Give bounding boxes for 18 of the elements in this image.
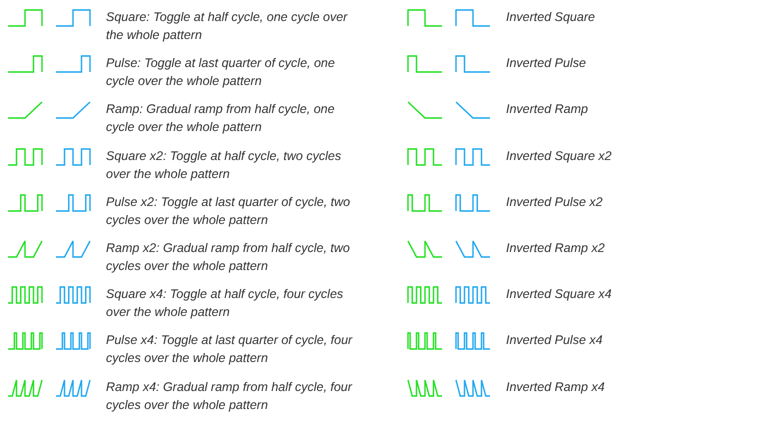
waveform-description: Square x2: Toggle at half cycle, two cycles over the whole pattern (106, 148, 342, 183)
waveform-description: Inverted Square (506, 9, 596, 26)
waveform-description: Ramp x4: Gradual ramp from half cycle, four cycles over the whole pattern (106, 378, 354, 414)
waveform-description: Inverted Ramp x4 (506, 378, 606, 396)
waveform-description: Ramp x2: Gradual ramp from half cycle, two cycles over the whole pattern (106, 240, 351, 275)
waveform-description: Inverted Ramp (506, 101, 589, 118)
waveform-description: Pulse x4: Toggle at last quarter of cycle, four cycles over the whole pattern (106, 332, 354, 368)
waveform-description: Inverted Square x2 (506, 148, 613, 165)
waveform-description: Pulse x2: Toggle at last quarter of cycle, two cycles over the whole pattern (106, 194, 352, 229)
waveform-description: Square: Toggle at half cycle, one cycle over the whole pattern (106, 9, 349, 44)
waveform-description: Inverted Square x4 (506, 286, 613, 304)
waveform-description: Inverted Pulse x4 (506, 332, 604, 350)
waveform-description: Pulse: Toggle at last quarter of cycle, one cycle over the whole pattern (106, 55, 336, 90)
waveform-description: Ramp: Gradual ramp from half cycle, one cycle over the whole pattern (106, 101, 336, 136)
waveform-description: Square x4: Toggle at half cycle, four cycles over the whole pattern (106, 286, 344, 322)
waveform-description: Inverted Pulse x2 (506, 194, 604, 211)
waveform-description: Inverted Pulse (506, 55, 587, 72)
waveform-description: Inverted Ramp x2 (506, 240, 606, 257)
